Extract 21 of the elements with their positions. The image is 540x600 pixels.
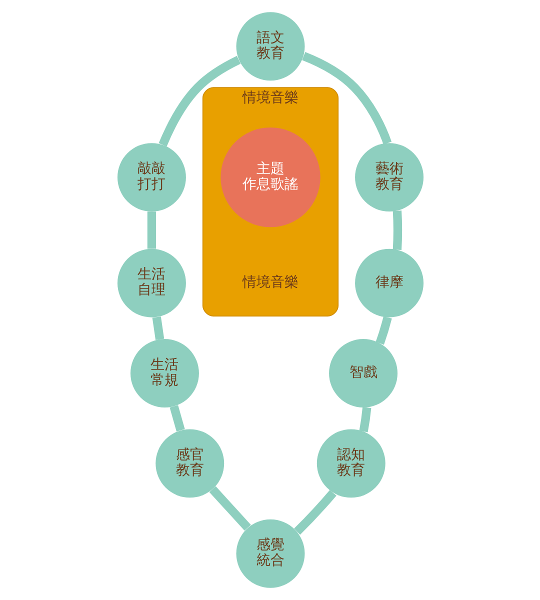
node-circle: 生活常規: [130, 339, 198, 408]
node-circle: 藝術教育: [354, 143, 424, 212]
node-circle: 律摩: [354, 248, 424, 318]
connector: [358, 407, 371, 432]
node-circle: 語文教育: [236, 12, 304, 81]
connector: [294, 490, 336, 535]
node-circle: 智戲: [328, 339, 398, 408]
connector: [208, 486, 250, 531]
node-circle: 感覺統合: [236, 519, 304, 588]
connector: [392, 210, 402, 250]
connector: [158, 56, 240, 147]
connector: [152, 316, 164, 340]
node-circle: 生活自理: [116, 248, 186, 318]
node-circle: 認知教育: [316, 429, 385, 498]
connector: [375, 316, 392, 345]
connector: [302, 52, 392, 145]
node-circle: 主題作息歌謠: [220, 127, 320, 228]
connector: [146, 212, 156, 249]
node-circle: 敲敲打打: [116, 143, 186, 212]
node-circle: 感官教育: [155, 429, 224, 498]
connector: [169, 405, 184, 432]
